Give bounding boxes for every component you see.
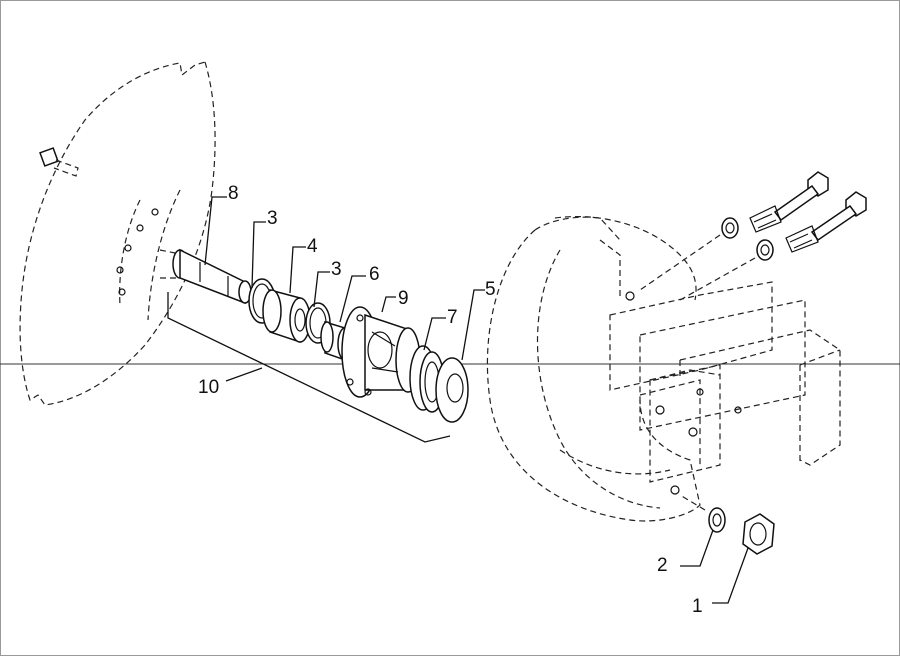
callout-9: 9 xyxy=(398,288,409,309)
part-2-washer xyxy=(708,507,726,533)
nut-axis xyxy=(679,494,706,511)
callout-1: 1 xyxy=(692,596,703,617)
callouts: 8 3 4 3 6 9 7 5 10 2 1 xyxy=(198,183,703,617)
square-tube-beam xyxy=(679,329,841,466)
callout-3b: 3 xyxy=(331,259,342,280)
part-1-nut xyxy=(742,513,775,555)
callout-10: 10 xyxy=(198,377,219,398)
bolt-axis-lower xyxy=(679,257,756,301)
disc-blade xyxy=(19,61,216,406)
leader-lines xyxy=(204,196,749,604)
bolt-axis-upper xyxy=(639,234,721,291)
mounting-plates xyxy=(609,281,806,483)
part-5-cap xyxy=(435,357,469,423)
callout-4: 4 xyxy=(307,236,318,257)
part-4-bearing xyxy=(262,289,311,344)
mounting-bolt-upper xyxy=(721,171,829,239)
callout-5: 5 xyxy=(485,279,496,300)
frame-casting xyxy=(486,215,701,522)
callout-7: 7 xyxy=(447,307,458,328)
mounting-bolt-lower xyxy=(756,191,867,261)
part-9-hub xyxy=(341,306,421,398)
disc-bolt xyxy=(39,147,79,177)
disc-bolt-holes xyxy=(116,208,159,296)
part-8-shaft xyxy=(159,248,252,305)
callout-6: 6 xyxy=(369,264,380,285)
part-10-assembly-bracket xyxy=(167,292,451,443)
callout-8: 8 xyxy=(228,183,239,204)
callout-3a: 3 xyxy=(267,208,278,229)
callout-2: 2 xyxy=(657,555,668,576)
